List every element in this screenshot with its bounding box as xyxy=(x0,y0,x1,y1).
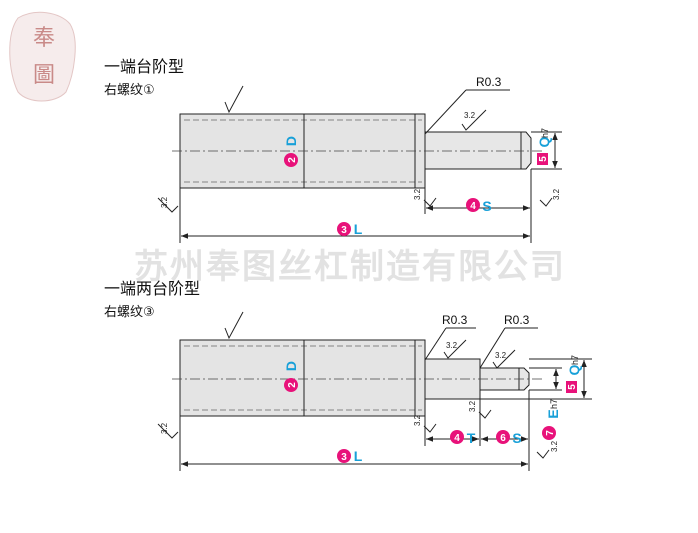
section2-badge-L xyxy=(337,449,351,463)
section1-dim-S-letter: S xyxy=(482,198,491,214)
section1-roughness-value-shaft: 3.2 xyxy=(464,111,476,120)
section1-step-shaft xyxy=(424,131,532,170)
section2-badge-Q-num: 5 xyxy=(567,384,578,390)
section2-roughness-left-value: 3.2 xyxy=(160,422,169,434)
section2-dim-D-letter: D xyxy=(283,361,299,371)
seal-char-2: 圖 xyxy=(33,63,55,88)
section2-badge-T-num: 4 xyxy=(454,433,460,444)
section1-dim-L-letter: L xyxy=(354,221,363,237)
seal-char-1: 奉 xyxy=(33,26,55,51)
section2-title: 一端两台阶型 xyxy=(104,279,200,298)
section2-roughness-symbol-step1 xyxy=(443,339,467,359)
section2-roughness-step-value: 3.2 xyxy=(413,414,422,426)
section2-dim-E-tolerance: h7 xyxy=(549,399,559,409)
section2-dim-Q-tolerance: h7 xyxy=(570,355,580,365)
section1-dim-D-letter: D xyxy=(283,136,299,146)
section2-dim-S-letter: S xyxy=(512,430,521,446)
section2-roughness-value-step2: 3.2 xyxy=(495,351,507,360)
section2-step-one xyxy=(424,358,481,400)
section1-roughness-step-face xyxy=(423,197,437,207)
section2-badge-D-num: 2 xyxy=(287,382,298,388)
section2-badge-S-num: 6 xyxy=(500,433,506,444)
section2-roughness-symbol-body xyxy=(224,311,244,340)
company-seal-logo: 奉 圖 xyxy=(9,11,76,102)
section1-radius-leader xyxy=(424,89,467,135)
section2-dim-E-letter: E xyxy=(545,409,561,418)
section2-dim-T-letter: T xyxy=(467,430,476,446)
section2-dim-L-letter: L xyxy=(354,448,363,464)
section2-radius-leader-1 xyxy=(424,327,447,361)
section2-badge-E-num: 7 xyxy=(545,430,556,436)
section2-badge-T xyxy=(450,430,464,444)
section1-roughness-step-value: 3.2 xyxy=(413,188,422,200)
section2-radius-label-2: R0.3 xyxy=(504,313,530,327)
section-one-step: 一端台阶型 右螺纹① R0.3 3.2 2 D 5 Q h7 xyxy=(104,57,562,243)
section1-badge-S-num: 4 xyxy=(470,201,476,212)
section1-badge-D-num: 2 xyxy=(287,157,298,163)
section2-badge-D xyxy=(284,378,298,392)
section2-roughness-end-value: 3.2 xyxy=(550,440,559,452)
section1-badge-S xyxy=(466,198,480,212)
section2-badge-E xyxy=(542,426,556,440)
section-two-step: 一端两台阶型 右螺纹③ R0.3 R0.3 3.2 3.2 2 D xyxy=(104,279,592,471)
section2-roughness-step-face xyxy=(423,423,437,433)
section1-dim-Q-letter: Q xyxy=(536,136,552,147)
section2-badge-S xyxy=(496,430,510,444)
section1-roughness-left-value: 3.2 xyxy=(160,196,169,208)
section2-roughness-left-face xyxy=(157,423,179,439)
section1-badge-Q-num: 5 xyxy=(538,156,549,162)
section1-roughness-end-value: 3.2 xyxy=(552,188,561,200)
section1-badge-L-num: 3 xyxy=(341,225,347,236)
section2-roughness-step2-value: 3.2 xyxy=(468,400,477,412)
section1-dim-Q-tolerance: h7 xyxy=(540,128,550,138)
section1-radius-label: R0.3 xyxy=(476,75,502,89)
section2-roughness-value-step1: 3.2 xyxy=(446,341,458,350)
section2-badge-Q xyxy=(566,381,577,393)
section1-roughness-symbol-body xyxy=(224,85,244,114)
section1-badge-D xyxy=(284,153,298,167)
section2-badge-L-num: 3 xyxy=(341,452,347,463)
section1-roughness-end-face xyxy=(539,197,553,207)
section1-subtitle: 右螺纹① xyxy=(104,83,155,98)
section1-roughness-symbol-shaft xyxy=(461,109,487,131)
section2-shaft-body xyxy=(179,339,426,417)
section2-radius-label-1: R0.3 xyxy=(442,313,468,327)
section1-badge-L xyxy=(337,222,351,236)
section2-radius-leader-2 xyxy=(479,327,506,369)
section1-roughness-left-face xyxy=(157,197,179,213)
section1-title: 一端台阶型 xyxy=(104,57,184,76)
section2-roughness-symbol-step2 xyxy=(492,349,516,369)
section1-badge-Q xyxy=(537,153,548,165)
section2-roughness-end-face xyxy=(536,449,550,459)
section2-roughness-step2-face xyxy=(478,409,492,419)
section2-subtitle: 右螺纹③ xyxy=(104,305,155,320)
section2-dim-Q-letter: Q xyxy=(566,364,582,375)
company-watermark: 苏州奉图丝杠制造有限公司 xyxy=(134,247,566,287)
